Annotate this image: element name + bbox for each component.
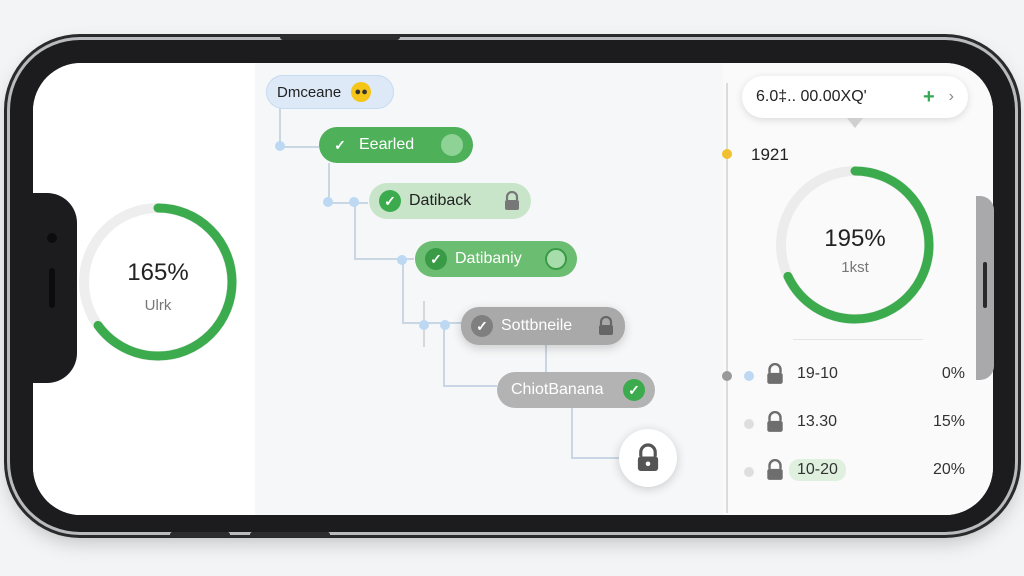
row-percent: 20% <box>932 461 965 478</box>
final-lock-button[interactable] <box>619 429 677 487</box>
connector-line <box>279 93 281 148</box>
row-percent: 0% <box>941 365 965 382</box>
flow-step-5-label: ChiotBanana <box>511 381 604 398</box>
phone-side-button <box>280 34 400 40</box>
connector-line <box>328 163 330 203</box>
time-row[interactable]: 19-10 0% <box>765 363 965 385</box>
connector-line <box>354 258 414 260</box>
connector-line <box>354 204 356 259</box>
lock-icon <box>767 459 783 480</box>
connector-node <box>440 320 450 330</box>
connector-line <box>279 146 319 148</box>
lock-icon <box>505 191 519 210</box>
phone-side-button <box>983 262 987 308</box>
right-gauge-ring <box>776 166 934 324</box>
flow-step-4[interactable]: ✓ Sottbneile <box>461 307 625 345</box>
row-percent: 15% <box>932 413 965 430</box>
gauge-base-line <box>793 339 923 340</box>
lock-icon <box>637 443 659 471</box>
flow-step-5[interactable]: ChiotBanana ✓ <box>497 372 655 408</box>
connector-line <box>443 385 497 387</box>
year-dot <box>722 149 732 159</box>
status-dot <box>441 134 463 156</box>
flow-step-1-label: Eearled <box>359 136 415 153</box>
year-label: 1921 <box>751 145 789 164</box>
connector-line <box>402 261 404 323</box>
lock-icon <box>599 316 613 335</box>
connector-line <box>328 202 368 204</box>
left-gauge-ring <box>79 203 237 361</box>
lock-icon <box>767 411 783 432</box>
timeline-line <box>726 83 728 513</box>
chevron-right-icon[interactable]: › <box>948 88 954 105</box>
search-text: 6.0‡.. 00.00XQ' <box>756 88 867 105</box>
phone-notch <box>33 193 77 383</box>
left-panel: 165% Ulrk <box>33 63 255 515</box>
lock-icon <box>767 363 783 384</box>
flow-step-1[interactable]: ✓ Eearled <box>319 127 473 163</box>
connector-node <box>323 197 333 207</box>
check-icon: ✓ <box>623 379 645 401</box>
left-gauge-percent: 165% <box>127 259 189 286</box>
flow-root-label: Dmceane <box>277 83 342 101</box>
right-gauge-percent: 195% <box>824 225 886 252</box>
phone-side-button <box>250 532 330 537</box>
check-icon: ✓ <box>334 136 346 153</box>
connector-line <box>571 457 621 459</box>
row-time: 19-10 <box>797 365 838 382</box>
row-time: 13.30 <box>797 413 838 430</box>
camera-icon <box>47 233 57 243</box>
connector-line <box>443 323 445 385</box>
check-icon: ✓ <box>471 315 493 337</box>
search-bar[interactable]: 6.0‡.. 00.00XQ' + › <box>742 76 968 118</box>
connector-line <box>402 322 462 324</box>
right-gauge-label: 1kst <box>841 259 869 276</box>
status-dot <box>545 248 567 270</box>
flow-step-2-label: Datiback <box>409 192 472 209</box>
speaker-grille <box>49 268 55 308</box>
connector-node <box>419 320 429 330</box>
row-time: 10-20 <box>789 459 846 481</box>
flow-step-4-label: Sottbneile <box>501 317 573 334</box>
time-row[interactable]: 10-20 20% <box>765 459 965 481</box>
left-gauge-label: Ulrk <box>144 297 172 314</box>
connector-line <box>571 408 573 458</box>
connector-node <box>275 141 285 151</box>
connector-node <box>349 197 359 207</box>
connector-line <box>545 345 547 373</box>
search-pointer <box>847 118 863 128</box>
flow-step-3[interactable]: ✓ Datibaniy <box>415 241 577 277</box>
phone-side-button <box>170 532 230 537</box>
left-progress-gauge: 165% Ulrk <box>73 197 243 367</box>
right-progress-gauge: 195% 1kst <box>773 163 937 327</box>
flow-step-3-label: Datibaniy <box>455 250 522 267</box>
flow-step-2[interactable]: ✓ Datiback <box>369 183 531 219</box>
right-panel <box>723 63 993 515</box>
row-marker <box>744 371 754 381</box>
row-marker <box>744 419 754 429</box>
smiley-icon: ●● <box>351 82 372 102</box>
connector-node <box>397 255 407 265</box>
row-marker <box>744 467 754 477</box>
flow-root-pill[interactable]: Dmceane ●● <box>266 75 394 109</box>
plus-icon[interactable]: + <box>922 85 935 108</box>
screen: 165% Ulrk Dmceane ●● ✓ Eearled ✓ Da <box>33 63 993 515</box>
check-icon: ✓ <box>379 190 401 212</box>
check-icon: ✓ <box>425 248 447 270</box>
row-marker <box>722 371 732 381</box>
time-row[interactable]: 13.30 15% <box>765 411 965 433</box>
